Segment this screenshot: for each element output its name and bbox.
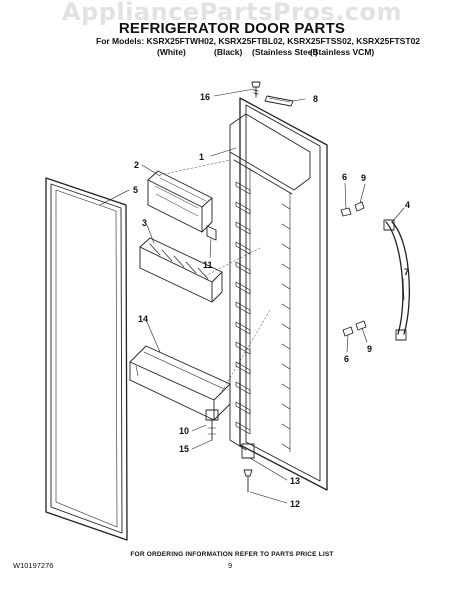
ordering-note: FOR ORDERING INFORMATION REFER TO PARTS … [130,551,334,558]
callout-10: 10 [179,426,189,436]
callout-3: 3 [142,218,147,228]
liner-rib-edge [281,263,291,270]
liner-rib [235,181,251,195]
liner-rib-edge [281,303,291,310]
liner-rib-edge [281,223,291,230]
liner-rib [235,261,251,275]
liner-rib [235,361,251,375]
liner-rib [235,401,251,415]
liner-rib [235,301,251,315]
liner-rib-edge [281,323,291,330]
callout-6b: 6 [344,354,349,364]
variant-stainless-steel: (Stainless Steel) [252,47,318,57]
door-top-trim [264,95,294,107]
page-number: 9 [228,561,233,570]
door-bin [129,345,231,421]
liner-rib [235,381,251,395]
callout-14: 14 [138,314,148,324]
lower-hinge [241,443,255,493]
screw-16 [251,81,261,98]
callout-7: 7 [404,267,409,277]
callout-labels: 16 8 1 2 5 6 9 4 3 7 11 14 6 9 10 15 13 … [133,92,410,509]
door-gasket [45,177,128,541]
callout-15: 15 [179,444,189,454]
liner-rib-edge [281,203,291,210]
callout-5: 5 [133,185,138,195]
watermark: AppliancePartsPros.com [62,0,402,26]
door-rack [139,237,223,303]
model-list: For Models: KSRX25FTWH02, KSRX25FTBL02, … [96,36,421,46]
dispenser-cover [147,170,213,233]
handle-fastener-upper [340,201,365,217]
liner-rib [235,281,251,295]
liner-rib [235,241,251,255]
liner-rib-edge [281,423,291,430]
handle-fastener-lower [342,320,367,337]
callout-8: 8 [313,94,318,104]
variant-black: (Black) [214,47,243,57]
callout-2: 2 [134,160,139,170]
liner-rib-edge [281,443,291,450]
liner-rib [235,221,251,235]
callout-6: 6 [342,172,347,182]
liner-rib-edge [281,243,291,250]
callout-16: 16 [200,92,210,102]
callout-11: 11 [203,260,213,270]
liner-rib-edge [281,343,291,350]
callout-9b: 9 [367,344,372,354]
liner-rib-edge [281,363,291,370]
liner-rib [235,421,251,435]
liner-shelf-ribs [235,181,291,450]
liner-rib [235,201,251,215]
leader-lines [99,88,405,504]
callout-13: 13 [290,476,300,486]
callout-4: 4 [405,200,410,210]
document-number: W10197276 [13,561,54,570]
door-handle [383,219,410,341]
hinge-pin [205,409,219,441]
callout-12: 12 [290,499,300,509]
callout-9: 9 [361,173,366,183]
liner-rib [235,341,251,355]
cover-clip [206,225,217,241]
liner-rib [235,321,251,335]
variant-stainless-vcm: (Stainless VCM) [310,47,375,57]
page-title: REFRIGERATOR DOOR PARTS [118,20,346,37]
variant-white: (White) [157,47,186,57]
callout-1: 1 [199,152,204,162]
liner-rib-edge [281,283,291,290]
liner-rib-edge [281,403,291,410]
liner-rib-edge [281,383,291,390]
